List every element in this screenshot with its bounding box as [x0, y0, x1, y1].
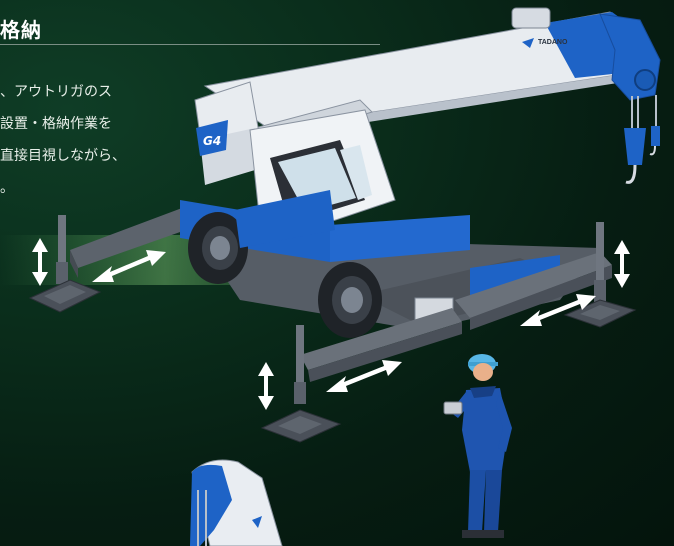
crane-upper [194, 81, 396, 248]
horizontal-arrow-icon [520, 294, 596, 326]
rear-outrigger [28, 205, 200, 313]
g4-badge: G4 [196, 120, 228, 156]
vertical-arrow-icon [258, 362, 274, 410]
secondary-boom [190, 459, 283, 546]
description-text: 、アウトリガのス 設置・格納作業を 直接目視しながら、 。 [0, 84, 126, 196]
heading-divider [0, 44, 380, 45]
crane-boom [203, 7, 661, 184]
horizontal-arrow-icon [326, 360, 402, 392]
horizontal-arrow-icon [92, 250, 166, 282]
vertical-arrow-icon [32, 238, 48, 286]
tadano-logo-icon: TADANO [522, 38, 568, 48]
svg-text:G4: G4 [203, 134, 221, 148]
section-heading: 格納 [0, 18, 42, 42]
wheels [188, 212, 382, 338]
front-outrigger [260, 308, 462, 443]
vertical-arrow-icon [614, 240, 630, 288]
worker-figure [443, 354, 512, 538]
right-outrigger [455, 222, 637, 330]
svg-text:TADANO: TADANO [538, 39, 568, 46]
